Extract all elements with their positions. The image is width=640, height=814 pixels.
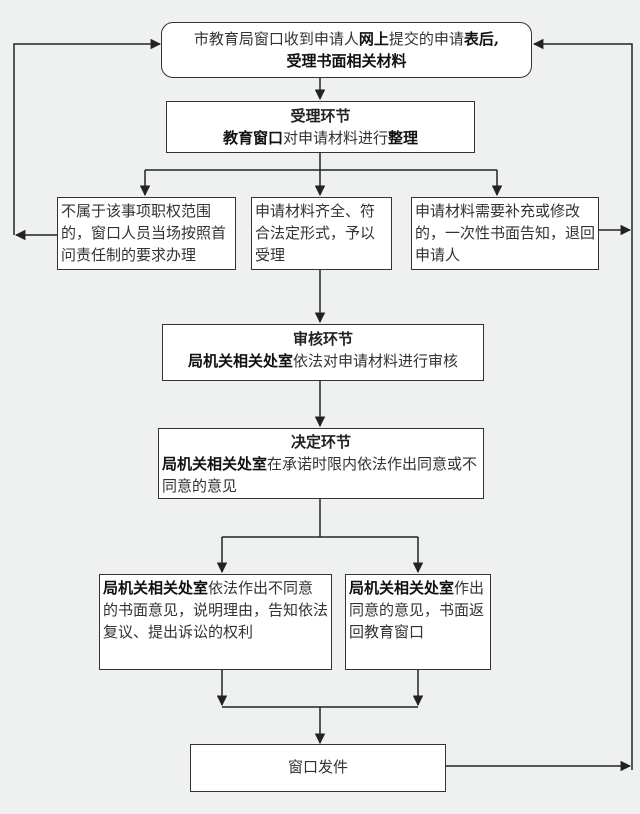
node-start-line2: 受理书面相关材料	[286, 52, 407, 70]
node-decision-stage-text: 局机关相关处室在承诺时限内依法作出同意或不同意的意见	[162, 455, 478, 495]
node-needs-supplement: 申请材料需要补充或修改的，一次性书面告知，退回申请人	[411, 197, 599, 270]
node-decision-stage-title: 决定环节	[290, 433, 351, 451]
node-agree: 局机关相关处室作出同意的意见，书面返回教育窗口	[345, 574, 491, 670]
connector-left-rail	[13, 38, 162, 235]
connector-right-rail	[532, 38, 633, 770]
node-review-stage-title: 审核环节	[292, 330, 353, 348]
node-review-stage: 审核环节 局机关相关处室依法对申请材料进行审核	[162, 324, 484, 381]
node-accept-stage: 受理环节 教育窗口对申请材料进行整理	[166, 101, 475, 153]
node-start-line1: 市教育局窗口收到申请人网上提交的申请表后,	[193, 30, 500, 48]
node-decision-stage: 决定环节 局机关相关处室在承诺时限内依法作出同意或不同意的意见	[158, 428, 484, 499]
node-start: 市教育局窗口收到申请人网上提交的申请表后, 受理书面相关材料	[161, 22, 532, 78]
node-out-of-scope: 不属于该事项职权范围的，窗口人员当场按照首问责任制的要求办理	[57, 197, 236, 270]
node-review-stage-text: 局机关相关处室依法对申请材料进行审核	[187, 352, 459, 370]
node-complete: 申请材料齐全、符合法定形式，予以受理	[251, 197, 392, 270]
node-disagree: 局机关相关处室依法作出不同意的书面意见，说明理由，告知依法复议、提出诉讼的权利	[99, 574, 332, 670]
node-accept-stage-text: 教育窗口对申请材料进行整理	[222, 129, 419, 147]
node-issue: 窗口发件	[190, 744, 446, 792]
node-accept-stage-title: 受理环节	[290, 107, 351, 125]
